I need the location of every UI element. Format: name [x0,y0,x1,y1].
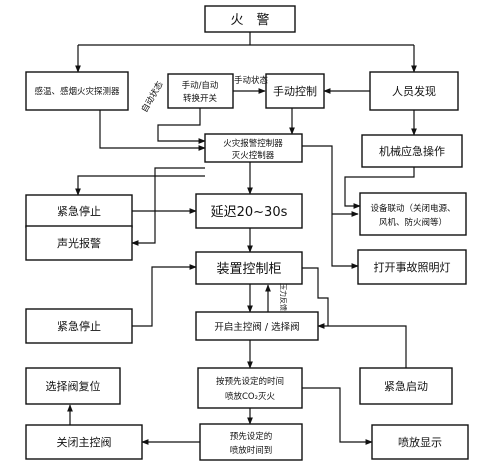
label-done-line1: 预先设定的 [230,431,273,442]
label-open-valves: 开启主控阀 / 选择阀 [214,321,299,333]
connectors [67,32,417,445]
edge-label-auto-state: 自动状态 [139,79,166,114]
node-control-cabinet: 装置控制柜 [195,251,303,285]
node-close-main-valve: 关闭主控阀 [25,424,143,460]
node-temp-smoke-detector: 感温、感烟火灾探测器 [25,71,129,111]
label-equipment-line2: 风机、防火阀等） [379,217,447,228]
edge-controller-to-sound [131,167,205,246]
node-selector-reset: 选择阀复位 [25,367,121,405]
edge-start-to-valves [317,323,407,368]
label-spray-line2: 喷放CO₂灭火 [225,391,276,402]
node-equipment-link: 设备联动（关闭电源、 风机、防火阀等） [359,192,467,236]
label-spray-display: 喷放显示 [398,435,442,449]
node-emergency-light: 打开事故照明灯 [357,249,467,285]
node-mechanical-emergency: 机械应急操作 [361,134,463,168]
node-open-valves: 开启主控阀 / 选择阀 [195,311,319,341]
node-emergency-stop-1: 紧急停止 [25,194,133,228]
node-spray-co2: 按预先设定的时间 喷放CO₂灭火 [197,367,303,409]
edge-controller-to-stop1 [75,175,205,196]
node-spray-display: 喷放显示 [371,424,469,460]
label-done-line2: 喷放时间到 [230,445,273,456]
edge-stop2-to-cabinet [132,264,197,327]
label-stop2: 紧急停止 [57,319,101,333]
label-detector: 感温、感烟火灾探测器 [34,86,120,97]
label-fire-alarm: 火 警 [230,12,269,28]
node-manual-control: 手动控制 [265,73,325,109]
edge-controller-to-light [302,145,359,269]
edge-label-pressure-feedback: 压力反馈 [279,283,288,311]
label-person-discovery: 人员发现 [392,84,436,98]
label-switch-line1: 手动/自动 [182,80,219,91]
label-cabinet: 装置控制柜 [216,262,281,277]
node-fire-alarm: 火 警 [204,5,296,33]
label-manual-control: 手动控制 [273,84,317,98]
label-sound-light: 声光报警 [57,236,101,250]
edge-label-manual-state: 手动状态 [234,75,269,86]
label-switch-line2: 转换开关 [183,93,218,104]
edge-cabinet-loop [302,267,329,326]
label-equipment-line1: 设备联动（关闭电源、 [370,203,455,214]
node-manual-auto-switch: 手动/自动 转换开关 [167,73,234,109]
label-controller-line2: 灭火控制器 [232,150,275,161]
label-selector-reset: 选择阀复位 [46,379,101,393]
edge-detector-to-controller [99,110,206,151]
node-spray-time-done: 预先设定的 喷放时间到 [199,423,303,461]
label-mechanical: 机械应急操作 [379,144,445,158]
label-stop1: 紧急停止 [57,204,101,218]
label-close-main: 关闭主控阀 [57,435,112,449]
node-emergency-stop-2: 紧急停止 [25,308,133,344]
node-emergency-start: 紧急启动 [359,367,453,405]
edge-mechanical-to-equipment [344,167,415,209]
node-person-discovery: 人员发现 [369,71,459,111]
label-emergency-light: 打开事故照明灯 [374,260,451,274]
label-emergency-start: 紧急启动 [384,379,428,393]
node-alarm-controller: 火灾报警控制器 灭火控制器 [204,133,303,163]
node-delay: 延迟20~30s [195,193,303,229]
node-sound-light-alarm: 声光报警 [25,225,133,261]
edge-spray-to-display [302,387,373,445]
label-spray-line1: 按预先设定的时间 [216,376,284,387]
label-delay: 延迟20~30s [211,205,288,220]
label-controller-line1: 火灾报警控制器 [223,138,283,149]
edge-switch-auto [157,108,206,144]
